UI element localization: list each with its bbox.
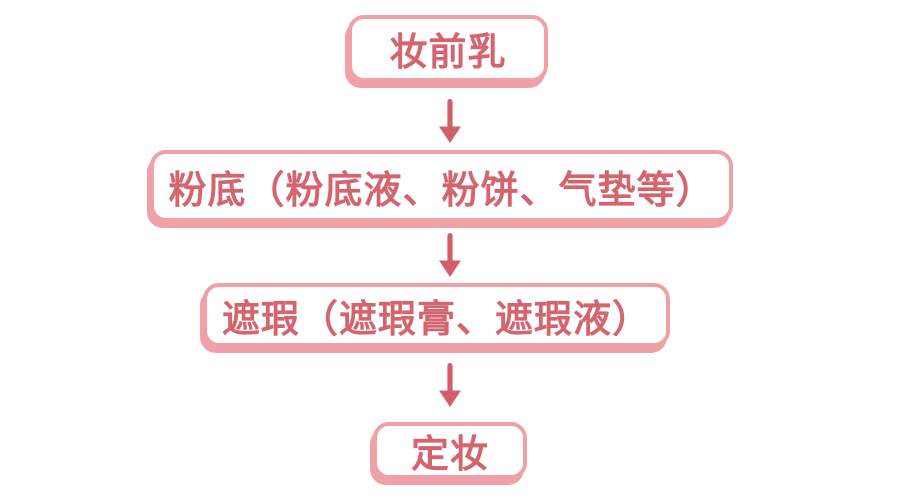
flow-node-step-2: 粉底（粉底液、粉饼、气垫等） <box>150 150 733 222</box>
flow-node-label: 妆前乳 <box>389 32 507 74</box>
flow-node-step-1: 妆前乳 <box>348 15 548 82</box>
down-arrow-icon <box>435 99 465 143</box>
flow-node-step-4: 定妆 <box>373 422 527 479</box>
flow-node-label: 遮瑕（遮瑕膏、遮瑕液） <box>221 298 651 341</box>
down-arrow-icon <box>435 233 465 277</box>
down-arrow-icon <box>435 363 465 407</box>
flow-node-label: 粉底（粉底液、粉饼、气垫等） <box>168 169 715 212</box>
flow-node-label: 定妆 <box>410 434 489 476</box>
flow-node-step-3: 遮瑕（遮瑕膏、遮瑕液） <box>203 283 670 347</box>
